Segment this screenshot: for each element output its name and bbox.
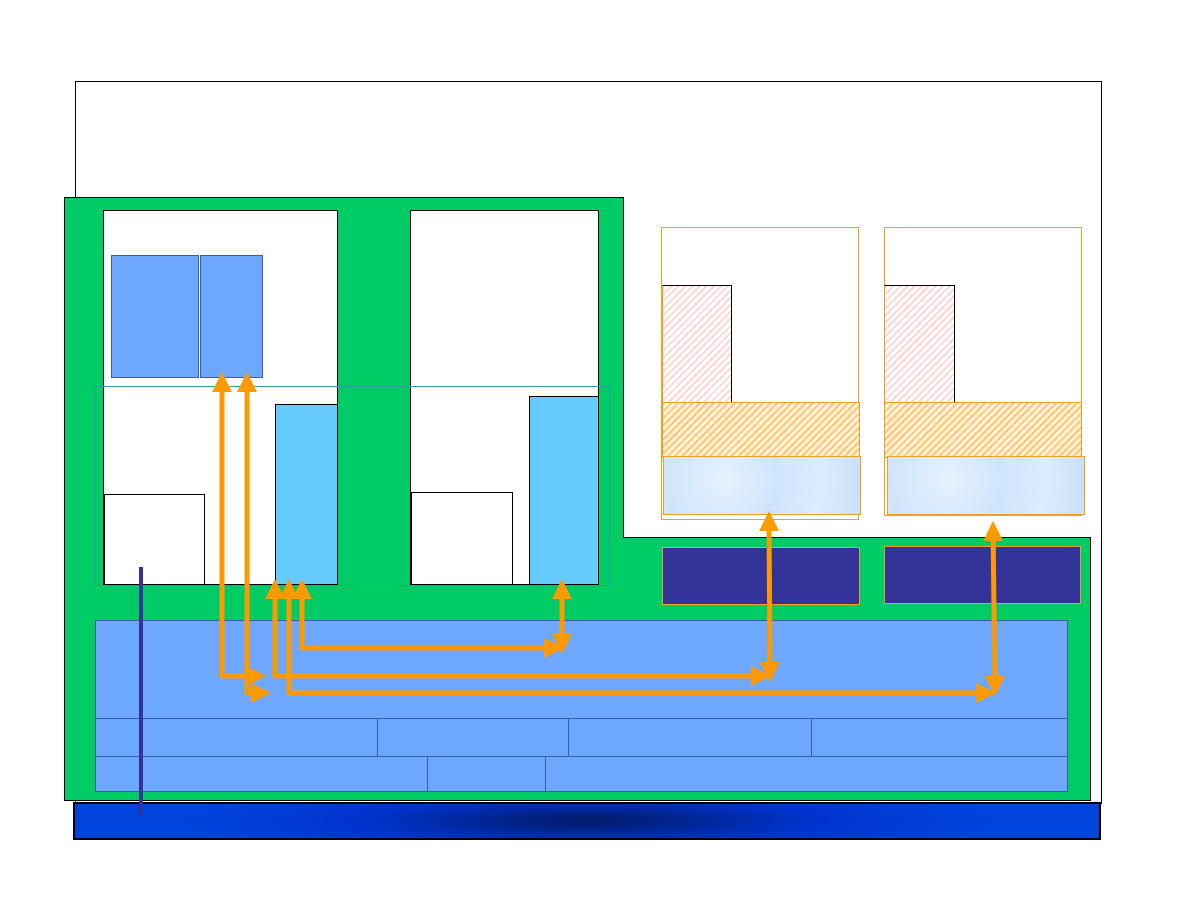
base-bar xyxy=(73,802,1101,840)
bus-row1-cell-3 xyxy=(569,718,812,756)
bus-row1-cell-4 xyxy=(812,718,1068,756)
bus-row1-cell-1 xyxy=(95,718,378,756)
bus-row2-cell-2 xyxy=(428,756,546,792)
right-module-1-hatched-block xyxy=(662,285,732,403)
left-module-block-a xyxy=(111,255,199,378)
right-module-2-navy-block xyxy=(884,546,1081,604)
right-module-1-navy-block xyxy=(662,547,860,605)
middle-module-cache xyxy=(529,396,599,585)
left-module-block-b xyxy=(200,255,263,378)
bus-row2-cell-3 xyxy=(546,756,1068,792)
right-module-2-textured-band xyxy=(887,456,1085,515)
left-module-sub-box xyxy=(104,494,205,585)
bus-row2-cell-1 xyxy=(95,756,428,792)
right-module-2-hatched-block xyxy=(884,285,955,403)
bus-row1-cell-2 xyxy=(378,718,569,756)
right-module-1-textured-band xyxy=(663,456,861,515)
middle-module-sub-box xyxy=(411,492,513,585)
right-module-2-orange-band xyxy=(884,402,1082,458)
group-outline xyxy=(95,386,610,586)
right-module-1-orange-band xyxy=(662,402,860,458)
